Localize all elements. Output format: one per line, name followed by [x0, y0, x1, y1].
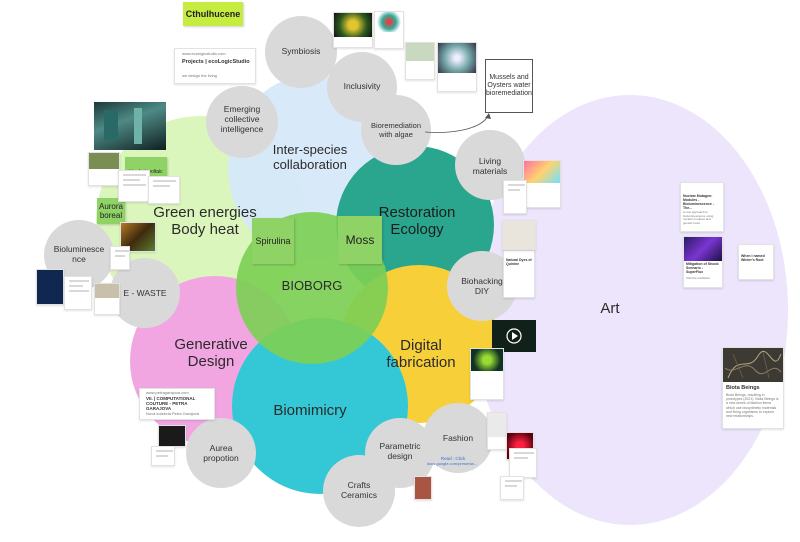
petra-garajova-card[interactable]: www.petragarajova.com VII. | COMPUTATION…: [139, 388, 215, 420]
mitigation-title: Mitigation of Shock: Scenario - SuperFlu…: [686, 262, 720, 274]
fashion-circle[interactable]: [423, 403, 493, 473]
crafts-card-1[interactable]: [414, 476, 432, 500]
e-waste-label: E - WASTE: [123, 288, 167, 298]
cthulhucene-tag[interactable]: Cthulhucene: [183, 2, 243, 26]
parametric-label: Parametric design: [379, 441, 421, 461]
symbiosis-image-2[interactable]: [374, 11, 404, 49]
aurea-card-2[interactable]: [151, 446, 175, 466]
fashion-link-url[interactable]: docs.google.com/presenta...: [426, 461, 478, 466]
energy-card-2[interactable]: [110, 246, 130, 270]
when-card[interactable]: When I named Winter's Root: [738, 244, 774, 280]
digital-card-1[interactable]: [470, 348, 504, 400]
living-card-2[interactable]: [503, 180, 527, 214]
petra-sub: Nová kolekcia Petra Garajová: [146, 411, 199, 416]
fashion-card-3[interactable]: [500, 476, 524, 500]
video-thumbnail[interactable]: [492, 320, 536, 352]
fashion-link[interactable]: Read : Click: [440, 456, 466, 461]
biomimicry-label: Biomimicry: [273, 402, 347, 419]
play-icon: [506, 328, 522, 344]
mitigation-card[interactable]: Mitigation of Shock: Scenario - SuperFlu…: [683, 236, 723, 288]
symbiosis-image-1[interactable]: [333, 12, 373, 48]
restoration-label: Restoration Ecology: [378, 204, 456, 239]
fashion-label: Fashion: [442, 433, 474, 443]
living-materials-label: Living materials: [472, 156, 508, 176]
ecologic-title: Projects | ecoLogicStudio: [182, 59, 250, 65]
emerging-intelligence-circle[interactable]: [206, 86, 278, 158]
algae-card-1[interactable]: [88, 152, 120, 186]
biota-text: Biota Beings, resulting in prototypes (2…: [726, 393, 779, 418]
crafts-label: Crafts Ceramics: [341, 480, 377, 500]
crafts-circle[interactable]: [323, 455, 395, 527]
aurea-card-1[interactable]: [158, 425, 186, 447]
biohacking-label: Biohacking DIY: [461, 276, 503, 296]
natural-dyes-card[interactable]: Natural Dyes of Quinine: [503, 250, 535, 298]
natural-dyes-title: Natural Dyes of Quinine: [506, 258, 532, 266]
living-card-1[interactable]: [523, 160, 561, 208]
biolum-image[interactable]: [36, 269, 64, 305]
bioremediation-circle[interactable]: [361, 95, 431, 165]
ecologic-card[interactable]: www.ecologicstudio.com Projects | ecoLog…: [174, 48, 256, 84]
algae-card-2[interactable]: [118, 170, 150, 202]
petra-url: www.petragarajova.com: [146, 390, 189, 395]
biota-thumbnail: [723, 348, 783, 382]
remediation-card-1[interactable]: [405, 42, 435, 80]
biota-image: [724, 350, 782, 379]
when-title: When I named Winter's Root: [741, 254, 765, 262]
ecologic-photo[interactable]: [94, 102, 166, 150]
remediation-card-2[interactable]: [437, 42, 477, 92]
fashion-card-2[interactable]: [509, 448, 537, 478]
symbiosis-label: Symbiosis: [281, 46, 321, 56]
moss-sticky[interactable]: Moss: [338, 216, 382, 264]
inclusivity-label: Inclusivity: [343, 81, 381, 91]
biolum-card-2[interactable]: [64, 276, 92, 310]
ewaste-card-1[interactable]: [94, 283, 120, 315]
digital-label: Digital fabrication: [386, 337, 456, 372]
symbiosis-circle[interactable]: [265, 16, 337, 88]
biota-beings-card[interactable]: Biota Beings Biota Beings, resulting in …: [722, 347, 784, 429]
bioluminescence-label: Bioluminesce nce: [53, 244, 105, 264]
spirulina-sticky[interactable]: Spirulina: [252, 218, 294, 264]
energy-card-1[interactable]: [120, 222, 156, 252]
algae-card-3[interactable]: [148, 176, 180, 204]
emerging-intelligence-label: Emerging collective intelligence: [220, 104, 264, 134]
parametric-card-1[interactable]: [487, 412, 507, 450]
biohack-image-1[interactable]: [502, 220, 536, 250]
aurora-sticky[interactable]: Aurora boreal: [97, 198, 125, 224]
aurea-circle[interactable]: [186, 418, 256, 488]
petra-title: VII. | COMPUTATIONAL COUTURE - PETRA GAR…: [146, 396, 196, 411]
ecologic-sub: we design the living: [182, 73, 217, 78]
bioremediation-label: Bioremediation with algae: [370, 121, 422, 139]
generative-label: Generative Design: [174, 336, 248, 371]
green-energies-label: Green energies Body heat: [153, 204, 257, 239]
interspecies-label: Inter-species collaboration: [272, 142, 348, 172]
mutagen-text: A new approach to bioluminescence using …: [683, 210, 714, 225]
biota-title: Biota Beings: [726, 385, 760, 391]
mussels-note-box[interactable]: Mussels and Oysters water bioremediation: [485, 59, 533, 113]
bioborg-label: BIOBORG: [281, 278, 343, 293]
mutagen-title: Nuclear Mutagen: Modules - Bioluminescen…: [683, 194, 714, 210]
ecologic-url: www.ecologicstudio.com: [182, 51, 226, 56]
art-label: Art: [600, 300, 620, 317]
mutagen-card[interactable]: Nuclear Mutagen: Modules - Bioluminescen…: [680, 182, 724, 232]
mitigation-text: Visit the exhibition: [686, 276, 711, 280]
mitigation-thumbnail: [684, 237, 722, 261]
aurea-label: Aurea propotion: [203, 443, 239, 463]
mussels-note-text: Mussels and Oysters water bioremediation: [486, 73, 532, 98]
